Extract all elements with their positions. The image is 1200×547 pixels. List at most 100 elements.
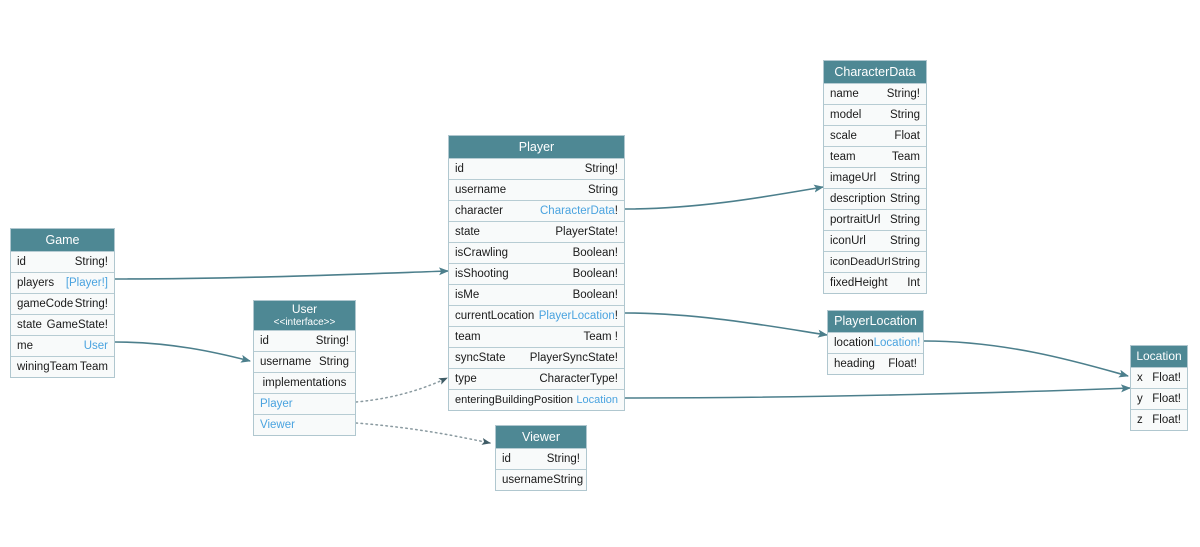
implementations-label: implementations [262, 377, 347, 389]
entity-table-user[interactable]: User <<interface>> id String! username S… [253, 300, 356, 436]
entity-header-location: Location [1131, 346, 1187, 367]
field-type: String! [886, 88, 920, 100]
field-type: String! [315, 335, 349, 347]
table-row[interactable]: username String [254, 351, 355, 372]
table-row[interactable]: name String! [824, 83, 926, 104]
field-name: heading [834, 358, 875, 370]
implementation-item[interactable]: Player [254, 393, 355, 414]
table-row[interactable]: state GameState! [11, 314, 114, 335]
field-type: String [889, 109, 920, 121]
entity-table-game[interactable]: Game id String! players [Player!] gameCo… [10, 228, 115, 378]
field-name: name [830, 88, 859, 100]
implementations-header: implementations [254, 372, 355, 393]
field-name: username [455, 184, 507, 196]
field-name: id [17, 256, 26, 268]
field-type: String! [74, 298, 108, 310]
table-row[interactable]: z Float! [1131, 409, 1187, 430]
table-row[interactable]: scale Float [824, 125, 926, 146]
table-row[interactable]: y Float! [1131, 388, 1187, 409]
field-name: enteringBuildingPosition [455, 394, 574, 406]
field-type: String [318, 356, 349, 368]
table-row[interactable]: team Team ! [449, 326, 624, 347]
field-name: portraitUrl [830, 214, 881, 226]
field-name: isCrawling [455, 247, 509, 259]
field-name: y [1137, 393, 1143, 405]
field-type: PlayerSyncState! [529, 352, 618, 364]
field-type: CharacterData! [540, 205, 618, 217]
entity-table-playerlocation[interactable]: PlayerLocation location Location! headin… [827, 310, 924, 375]
table-row[interactable]: players [Player!] [11, 272, 114, 293]
table-row[interactable]: heading Float! [828, 353, 923, 374]
field-type: Float! [1152, 393, 1181, 405]
table-row[interactable]: team Team [824, 146, 926, 167]
table-row[interactable]: state PlayerState! [449, 221, 624, 242]
field-name: isMe [455, 289, 480, 301]
field-type: CharacterType! [539, 373, 618, 385]
entity-header-playerlocation: PlayerLocation [828, 311, 923, 332]
table-row[interactable]: id String! [496, 448, 586, 469]
field-name: syncState [455, 352, 506, 364]
field-name: winingTeam [17, 361, 78, 373]
table-row[interactable]: portraitUrl String [824, 209, 926, 230]
table-row[interactable]: id String! [11, 251, 114, 272]
field-name: username [502, 474, 554, 486]
field-type: String [889, 214, 920, 226]
table-row[interactable]: me User [11, 335, 114, 356]
table-row[interactable]: x Float! [1131, 367, 1187, 388]
table-row[interactable]: description String [824, 188, 926, 209]
table-row[interactable]: currentLocation PlayerLocation! [449, 305, 624, 326]
field-type: Float! [1152, 372, 1181, 384]
entity-table-player[interactable]: Player id String! username String charac… [448, 135, 625, 411]
table-row[interactable]: character CharacterData! [449, 200, 624, 221]
table-row[interactable]: model String [824, 104, 926, 125]
table-row[interactable]: type CharacterType! [449, 368, 624, 389]
field-name: username [260, 356, 312, 368]
field-type-link[interactable]: [Player!] [65, 277, 108, 289]
entity-table-characterdata[interactable]: CharacterData name String! model String … [823, 60, 927, 294]
field-type-suffix: ! [614, 310, 618, 322]
table-row[interactable]: isMe Boolean! [449, 284, 624, 305]
table-row[interactable]: fixedHeight Int [824, 272, 926, 293]
field-type: Boolean! [572, 289, 618, 301]
table-row[interactable]: winingTeam Team [11, 356, 114, 377]
field-name: z [1137, 414, 1143, 426]
field-type-link[interactable]: User [83, 340, 108, 352]
table-row[interactable]: id String! [254, 330, 355, 351]
table-row[interactable]: isCrawling Boolean! [449, 242, 624, 263]
entity-title-player: Player [518, 139, 555, 154]
field-type: String [587, 184, 618, 196]
field-type: Boolean! [572, 247, 618, 259]
field-type: Float! [1152, 414, 1181, 426]
implementation-link-viewer[interactable]: Viewer [260, 419, 295, 431]
field-type-link[interactable]: Location! [873, 337, 921, 349]
entity-stereotype-user: <<interface>> [273, 316, 336, 328]
field-type-link[interactable]: CharacterData [540, 205, 615, 217]
field-name: description [830, 193, 886, 205]
edge-player-character-to-characterdata [624, 184, 824, 210]
field-type-link[interactable]: Location [576, 394, 618, 406]
table-row[interactable]: enteringBuildingPosition Location [449, 389, 624, 410]
table-row[interactable]: iconDeadUrl String [824, 251, 926, 272]
entity-table-viewer[interactable]: Viewer id String! username String [495, 425, 587, 491]
field-name: id [455, 163, 464, 175]
table-row[interactable]: gameCode String! [11, 293, 114, 314]
field-name: fixedHeight [830, 277, 888, 289]
field-name: team [830, 151, 856, 163]
entity-table-location[interactable]: Location x Float! y Float! z Float! [1130, 345, 1188, 431]
field-type-link[interactable]: PlayerLocation [538, 310, 615, 322]
field-type: PlayerState! [555, 226, 618, 238]
implementation-item[interactable]: Viewer [254, 414, 355, 435]
edge-game-players-to-player [114, 267, 449, 280]
table-row[interactable]: location Location! [828, 332, 923, 353]
field-name: id [502, 453, 511, 465]
table-row[interactable]: username String [496, 469, 586, 490]
table-row[interactable]: id String! [449, 158, 624, 179]
table-row[interactable]: username String [449, 179, 624, 200]
field-type: Float! [888, 358, 917, 370]
entity-title-location: Location [1136, 348, 1182, 363]
implementation-link-player[interactable]: Player [260, 398, 293, 410]
table-row[interactable]: syncState PlayerSyncState! [449, 347, 624, 368]
table-row[interactable]: isShooting Boolean! [449, 263, 624, 284]
table-row[interactable]: imageUrl String [824, 167, 926, 188]
table-row[interactable]: iconUrl String [824, 230, 926, 251]
